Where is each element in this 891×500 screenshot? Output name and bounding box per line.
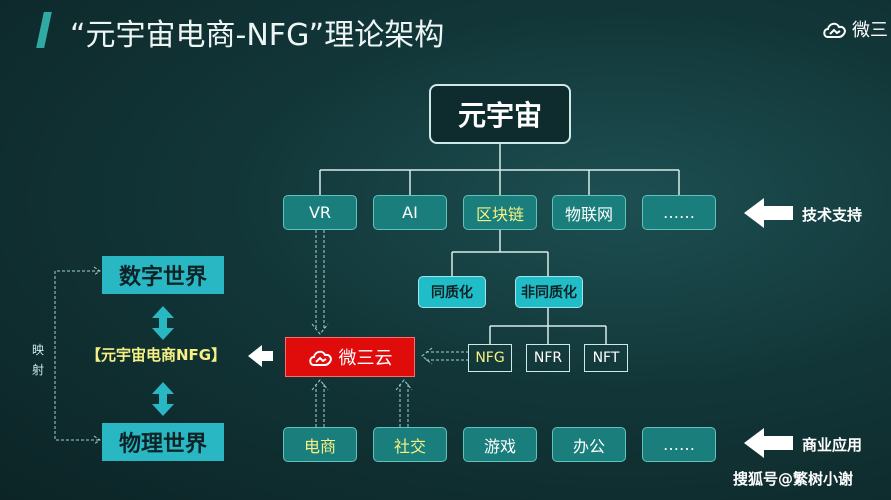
app-node-ecommerce: 电商 xyxy=(283,427,357,462)
leaf-node-nft: NFT xyxy=(584,344,628,372)
non-fungible-node: 非同质化 xyxy=(515,276,583,308)
tech-node-vr: VR xyxy=(283,195,357,230)
brand-cloud-icon xyxy=(308,350,332,366)
business-app-label: 商业应用 xyxy=(802,436,863,454)
cloud-logo-icon xyxy=(823,22,846,38)
fungible-node: 同质化 xyxy=(418,276,486,308)
left-arrow-icon xyxy=(248,345,273,367)
business-app-arrow-icon xyxy=(744,428,793,458)
brand-text: 微三云 xyxy=(338,348,393,369)
app-node-games: 游戏 xyxy=(463,427,537,462)
page-title: “元宇宙电商-NFG”理论架构 xyxy=(70,18,445,53)
tech-node-blockchain: 区块链 xyxy=(463,195,537,230)
tech-node-ai: AI xyxy=(373,195,447,230)
app-node-social: 社交 xyxy=(373,427,447,462)
mapping-label: 映射 xyxy=(31,343,44,377)
tech-support-label: 技术支持 xyxy=(802,206,863,224)
center-label: 【元宇宙电商NFG】 xyxy=(86,346,227,364)
brand-box: 微三云 xyxy=(285,337,415,377)
digital-world-box: 数字世界 xyxy=(102,256,224,294)
watermark: 搜狐号@繁树小谢 xyxy=(733,470,854,488)
app-node-office: 办公 xyxy=(552,427,626,462)
logo: 微三 xyxy=(822,16,891,42)
logo-text: 微三 xyxy=(852,20,888,41)
leaf-node-nfr: NFR xyxy=(526,344,570,372)
tech-node-iot: 物联网 xyxy=(552,195,626,230)
leaf-node-nfg: NFG xyxy=(468,344,512,372)
tech-support-arrow-icon xyxy=(744,198,793,228)
physical-world-box: 物理世界 xyxy=(102,423,224,461)
tech-node-more: …… xyxy=(642,195,716,230)
app-node-more: …… xyxy=(642,427,716,462)
metaverse-root-node: 元宇宙 xyxy=(429,84,571,144)
